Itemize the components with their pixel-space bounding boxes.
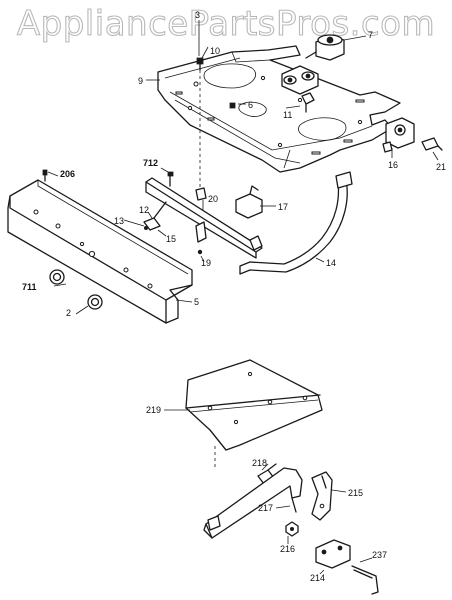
callout-10: 10	[210, 46, 220, 56]
part-2-grommet	[87, 294, 103, 310]
watermark-logo: AppliancePartsPros.com	[16, 3, 436, 44]
callout-14: 14	[326, 258, 336, 268]
part-14-supply-tube	[239, 171, 353, 275]
part-214-switch	[315, 539, 351, 569]
part-206-screw	[42, 169, 48, 182]
callout-218: 218	[252, 458, 267, 468]
part-219-heat-shield	[185, 359, 323, 451]
callout-6: 6	[248, 100, 253, 110]
gas-manifold-pipe	[143, 171, 263, 259]
part-21-fitting	[421, 137, 443, 151]
part-10-screw	[196, 57, 204, 190]
part-11-valve-block	[281, 65, 319, 113]
part-17-regulator	[235, 185, 263, 219]
part-16-valve	[382, 117, 415, 153]
part-215-bracket	[311, 471, 333, 521]
callout-16: 16	[388, 160, 398, 170]
burner-box-panel	[157, 45, 401, 173]
callout-19: 19	[201, 258, 211, 268]
callout-15: 15	[166, 234, 176, 244]
callout-217: 217	[258, 503, 273, 513]
callout-219: 219	[146, 405, 161, 415]
part-237-rod	[351, 565, 379, 595]
callout-712: 712	[143, 158, 158, 168]
callouts: 3 10 9 6 11 7 16 21 712 206 13 12 15 20 …	[22, 10, 446, 583]
part-6-screw	[229, 102, 236, 109]
part-711-grommet	[49, 269, 65, 285]
callout-12: 12	[139, 205, 149, 215]
callout-215: 215	[348, 488, 363, 498]
part-7-connector	[305, 34, 345, 61]
callout-214: 214	[310, 573, 325, 583]
callout-237: 237	[372, 550, 387, 560]
broil-burner-tube	[203, 467, 303, 539]
callout-9: 9	[138, 76, 143, 86]
callout-2: 2	[66, 308, 71, 318]
callout-206: 206	[60, 169, 75, 179]
callout-21: 21	[436, 162, 446, 172]
callout-13: 13	[114, 216, 124, 226]
callout-17: 17	[278, 202, 288, 212]
leader-lines	[47, 20, 439, 575]
callout-3: 3	[195, 10, 200, 20]
callout-7: 7	[368, 30, 373, 40]
callout-216: 216	[280, 544, 295, 554]
part-216-nut	[285, 521, 299, 537]
callout-20: 20	[208, 194, 218, 204]
callout-11: 11	[283, 110, 292, 120]
callout-5: 5	[194, 297, 199, 307]
callout-711: 711	[22, 282, 37, 292]
